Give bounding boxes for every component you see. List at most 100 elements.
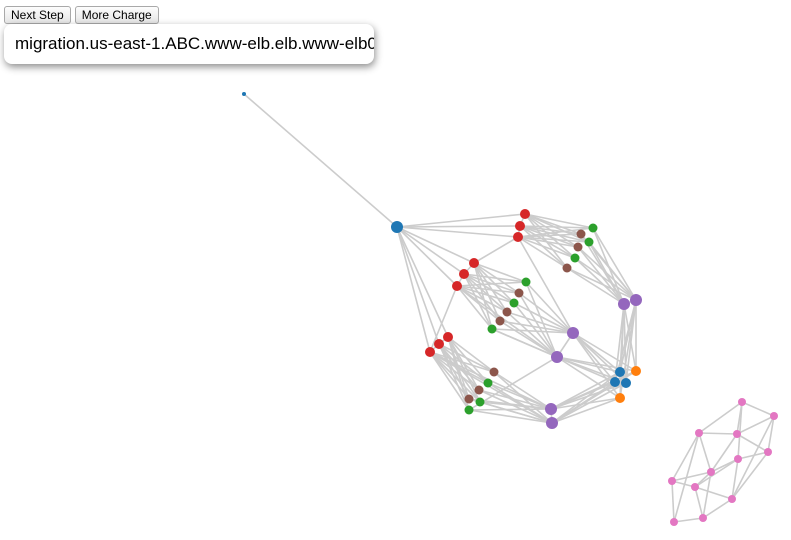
graph-link xyxy=(737,401,743,460)
graph-node-brown[interactable] xyxy=(562,263,572,273)
graph-link xyxy=(574,257,637,301)
graph-node-green[interactable] xyxy=(464,405,474,415)
graph-node-red[interactable] xyxy=(515,221,525,231)
graph-node-brown[interactable] xyxy=(514,288,524,298)
graph-node-pink[interactable] xyxy=(770,412,778,420)
graph-node-purple[interactable] xyxy=(546,417,558,429)
graph-link xyxy=(671,480,675,523)
graph-node-green[interactable] xyxy=(584,237,594,247)
graph-link xyxy=(429,351,470,400)
graph-node-brown[interactable] xyxy=(474,385,484,395)
graph-node-pink[interactable] xyxy=(707,468,715,476)
graph-node-pink[interactable] xyxy=(691,483,699,491)
graph-link xyxy=(396,226,431,353)
graph-node-green[interactable] xyxy=(509,298,519,308)
graph-node-brown[interactable] xyxy=(489,367,499,377)
graph-node-red[interactable] xyxy=(520,209,530,219)
graph-link xyxy=(524,213,594,229)
graph-link xyxy=(702,498,733,519)
graph-nodes xyxy=(242,92,778,526)
graph-link xyxy=(518,292,558,358)
graph-link xyxy=(396,226,449,338)
graph-link xyxy=(478,389,552,410)
graph-link xyxy=(710,433,738,473)
graph-link xyxy=(468,409,553,424)
graph-link xyxy=(456,285,520,294)
toolbar: Next Step More Charge xyxy=(4,6,159,24)
graph-node-pink[interactable] xyxy=(695,429,703,437)
graph-node-purple[interactable] xyxy=(630,294,642,306)
graph-node-pink[interactable] xyxy=(668,477,676,485)
graph-link xyxy=(698,432,738,435)
graph-node-pink[interactable] xyxy=(670,518,678,526)
graph-link xyxy=(429,351,553,424)
graph-node-red[interactable] xyxy=(425,347,435,357)
graph-link xyxy=(519,225,590,243)
next-step-button[interactable]: Next Step xyxy=(4,6,71,24)
graph-link xyxy=(694,458,739,488)
graph-node-red[interactable] xyxy=(452,281,462,291)
graph-link xyxy=(396,213,526,228)
graph-node-purple[interactable] xyxy=(618,298,630,310)
graph-node-blue[interactable] xyxy=(610,377,620,387)
graph-node-pink[interactable] xyxy=(738,398,746,406)
graph-link xyxy=(506,311,574,334)
graph-node-pink[interactable] xyxy=(734,455,742,463)
graph-node-blue[interactable] xyxy=(242,92,246,96)
graph-node-brown[interactable] xyxy=(495,316,505,326)
graph-link xyxy=(736,433,769,453)
graph-link xyxy=(473,262,493,330)
graph-link xyxy=(396,226,519,238)
graph-node-purple[interactable] xyxy=(551,351,563,363)
graph-node-pink[interactable] xyxy=(699,514,707,522)
graph-link xyxy=(517,236,576,259)
graph-link xyxy=(619,303,625,399)
graph-node-orange[interactable] xyxy=(615,393,625,403)
graph-link xyxy=(456,285,493,330)
graph-link xyxy=(396,226,440,345)
graph-link xyxy=(550,371,621,410)
graph-link xyxy=(463,273,515,304)
graph-node-brown[interactable] xyxy=(576,229,586,239)
graph-node-red[interactable] xyxy=(443,332,453,342)
graph-link xyxy=(438,343,489,384)
graph-link xyxy=(243,93,398,228)
graph-node-green[interactable] xyxy=(483,378,493,388)
graph-node-pink[interactable] xyxy=(728,495,736,503)
graph-link xyxy=(519,225,579,248)
graph-node-green[interactable] xyxy=(521,277,531,287)
graph-link xyxy=(673,432,700,523)
graph-link xyxy=(525,281,574,334)
graph-node-brown[interactable] xyxy=(573,242,583,252)
graph-node-red[interactable] xyxy=(469,258,479,268)
graph-node-red[interactable] xyxy=(459,269,469,279)
graph-node-green[interactable] xyxy=(487,324,497,334)
graph-node-green[interactable] xyxy=(570,253,580,263)
graph-node-red[interactable] xyxy=(513,232,523,242)
graph-node-brown[interactable] xyxy=(464,394,474,404)
graph-node-blue[interactable] xyxy=(391,221,403,233)
graph-node-green[interactable] xyxy=(475,397,485,407)
graph-node-purple[interactable] xyxy=(567,327,579,339)
graph-link xyxy=(473,262,501,322)
graph-link xyxy=(574,257,625,305)
graph-link xyxy=(671,432,700,482)
graph-link xyxy=(499,320,574,334)
graph-node-red[interactable] xyxy=(434,339,444,349)
graph-node-pink[interactable] xyxy=(764,448,772,456)
graph-link xyxy=(473,262,508,313)
graph-link xyxy=(513,302,574,334)
node-tooltip: migration.us-east-1.ABC.www-elb.elb.www-… xyxy=(4,24,374,64)
graph-node-blue[interactable] xyxy=(621,378,631,388)
graph-node-pink[interactable] xyxy=(733,430,741,438)
more-charge-button[interactable]: More Charge xyxy=(74,6,159,24)
graph-node-green[interactable] xyxy=(588,223,598,233)
graph-link xyxy=(673,517,704,523)
graph-node-purple[interactable] xyxy=(545,403,557,415)
graph-link xyxy=(551,381,616,424)
graph-node-orange[interactable] xyxy=(631,366,641,376)
graph-link xyxy=(468,408,552,411)
graph-node-brown[interactable] xyxy=(502,307,512,317)
graph-node-blue[interactable] xyxy=(615,367,625,377)
